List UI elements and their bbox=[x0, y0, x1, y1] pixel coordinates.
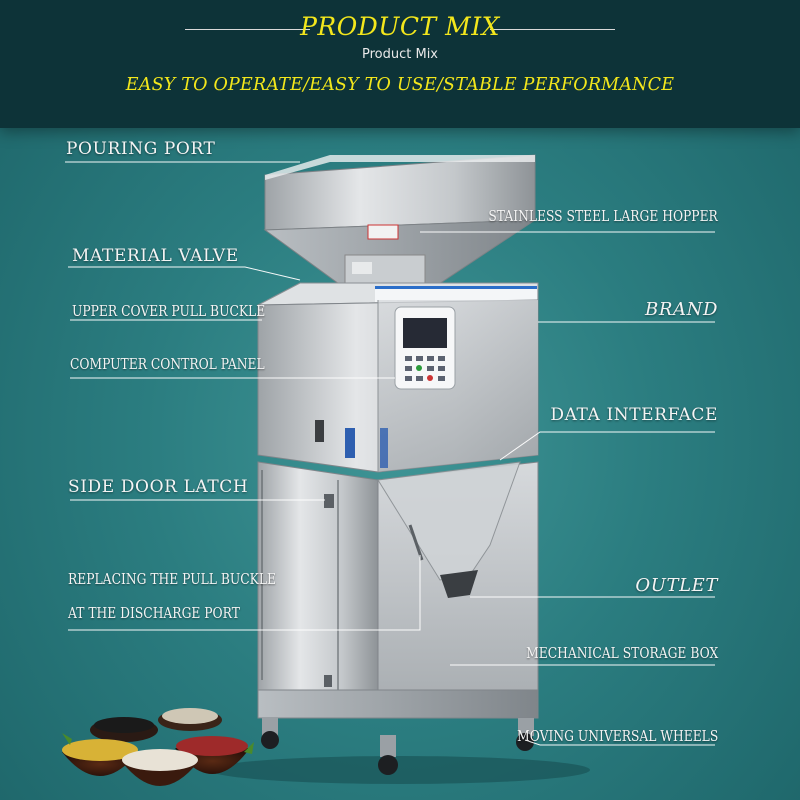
grain-bowls bbox=[62, 708, 254, 786]
label-outlet: OUTLET bbox=[635, 575, 718, 596]
label-replacing-pull-buckle-line1: REPLACING THE PULL BUCKLE bbox=[68, 570, 276, 588]
leader-data-interface bbox=[499, 431, 715, 461]
leader-material-valve bbox=[68, 266, 301, 281]
title-rule-right bbox=[490, 29, 615, 30]
label-upper-cover-pull-buckle: UPPER COVER PULL BUCKLE bbox=[72, 302, 266, 320]
page-subtitle: Product Mix bbox=[361, 47, 438, 62]
header-band bbox=[0, 0, 800, 128]
label-brand: BRAND bbox=[645, 299, 718, 320]
page-title: PRODUCT MIX bbox=[300, 12, 500, 41]
label-mechanical-storage-box: MECHANICAL STORAGE BOX bbox=[525, 644, 718, 662]
tagline: EASY TO OPERATE/EASY TO USE/STABLE PERFO… bbox=[125, 75, 675, 95]
title-rule-left bbox=[185, 29, 310, 30]
label-computer-control-panel: COMPUTER CONTROL PANEL bbox=[70, 355, 265, 373]
label-material-valve: MATERIAL VALVE bbox=[72, 246, 239, 266]
label-replacing-pull-buckle-line2: AT THE DISCHARGE PORT bbox=[68, 604, 240, 622]
leader-wheels bbox=[524, 739, 715, 746]
label-moving-universal-wheels: MOVING UNIVERSAL WHEELS bbox=[516, 727, 718, 745]
leader-discharge-buckle bbox=[68, 555, 421, 631]
label-data-interface: DATA INTERFACE bbox=[550, 405, 718, 425]
label-side-door-latch: SIDE DOOR LATCH bbox=[68, 477, 249, 497]
label-pouring-port: POURING PORT bbox=[66, 139, 216, 159]
label-stainless-steel-hopper: STAINLESS STEEL LARGE HOPPER bbox=[488, 207, 718, 225]
